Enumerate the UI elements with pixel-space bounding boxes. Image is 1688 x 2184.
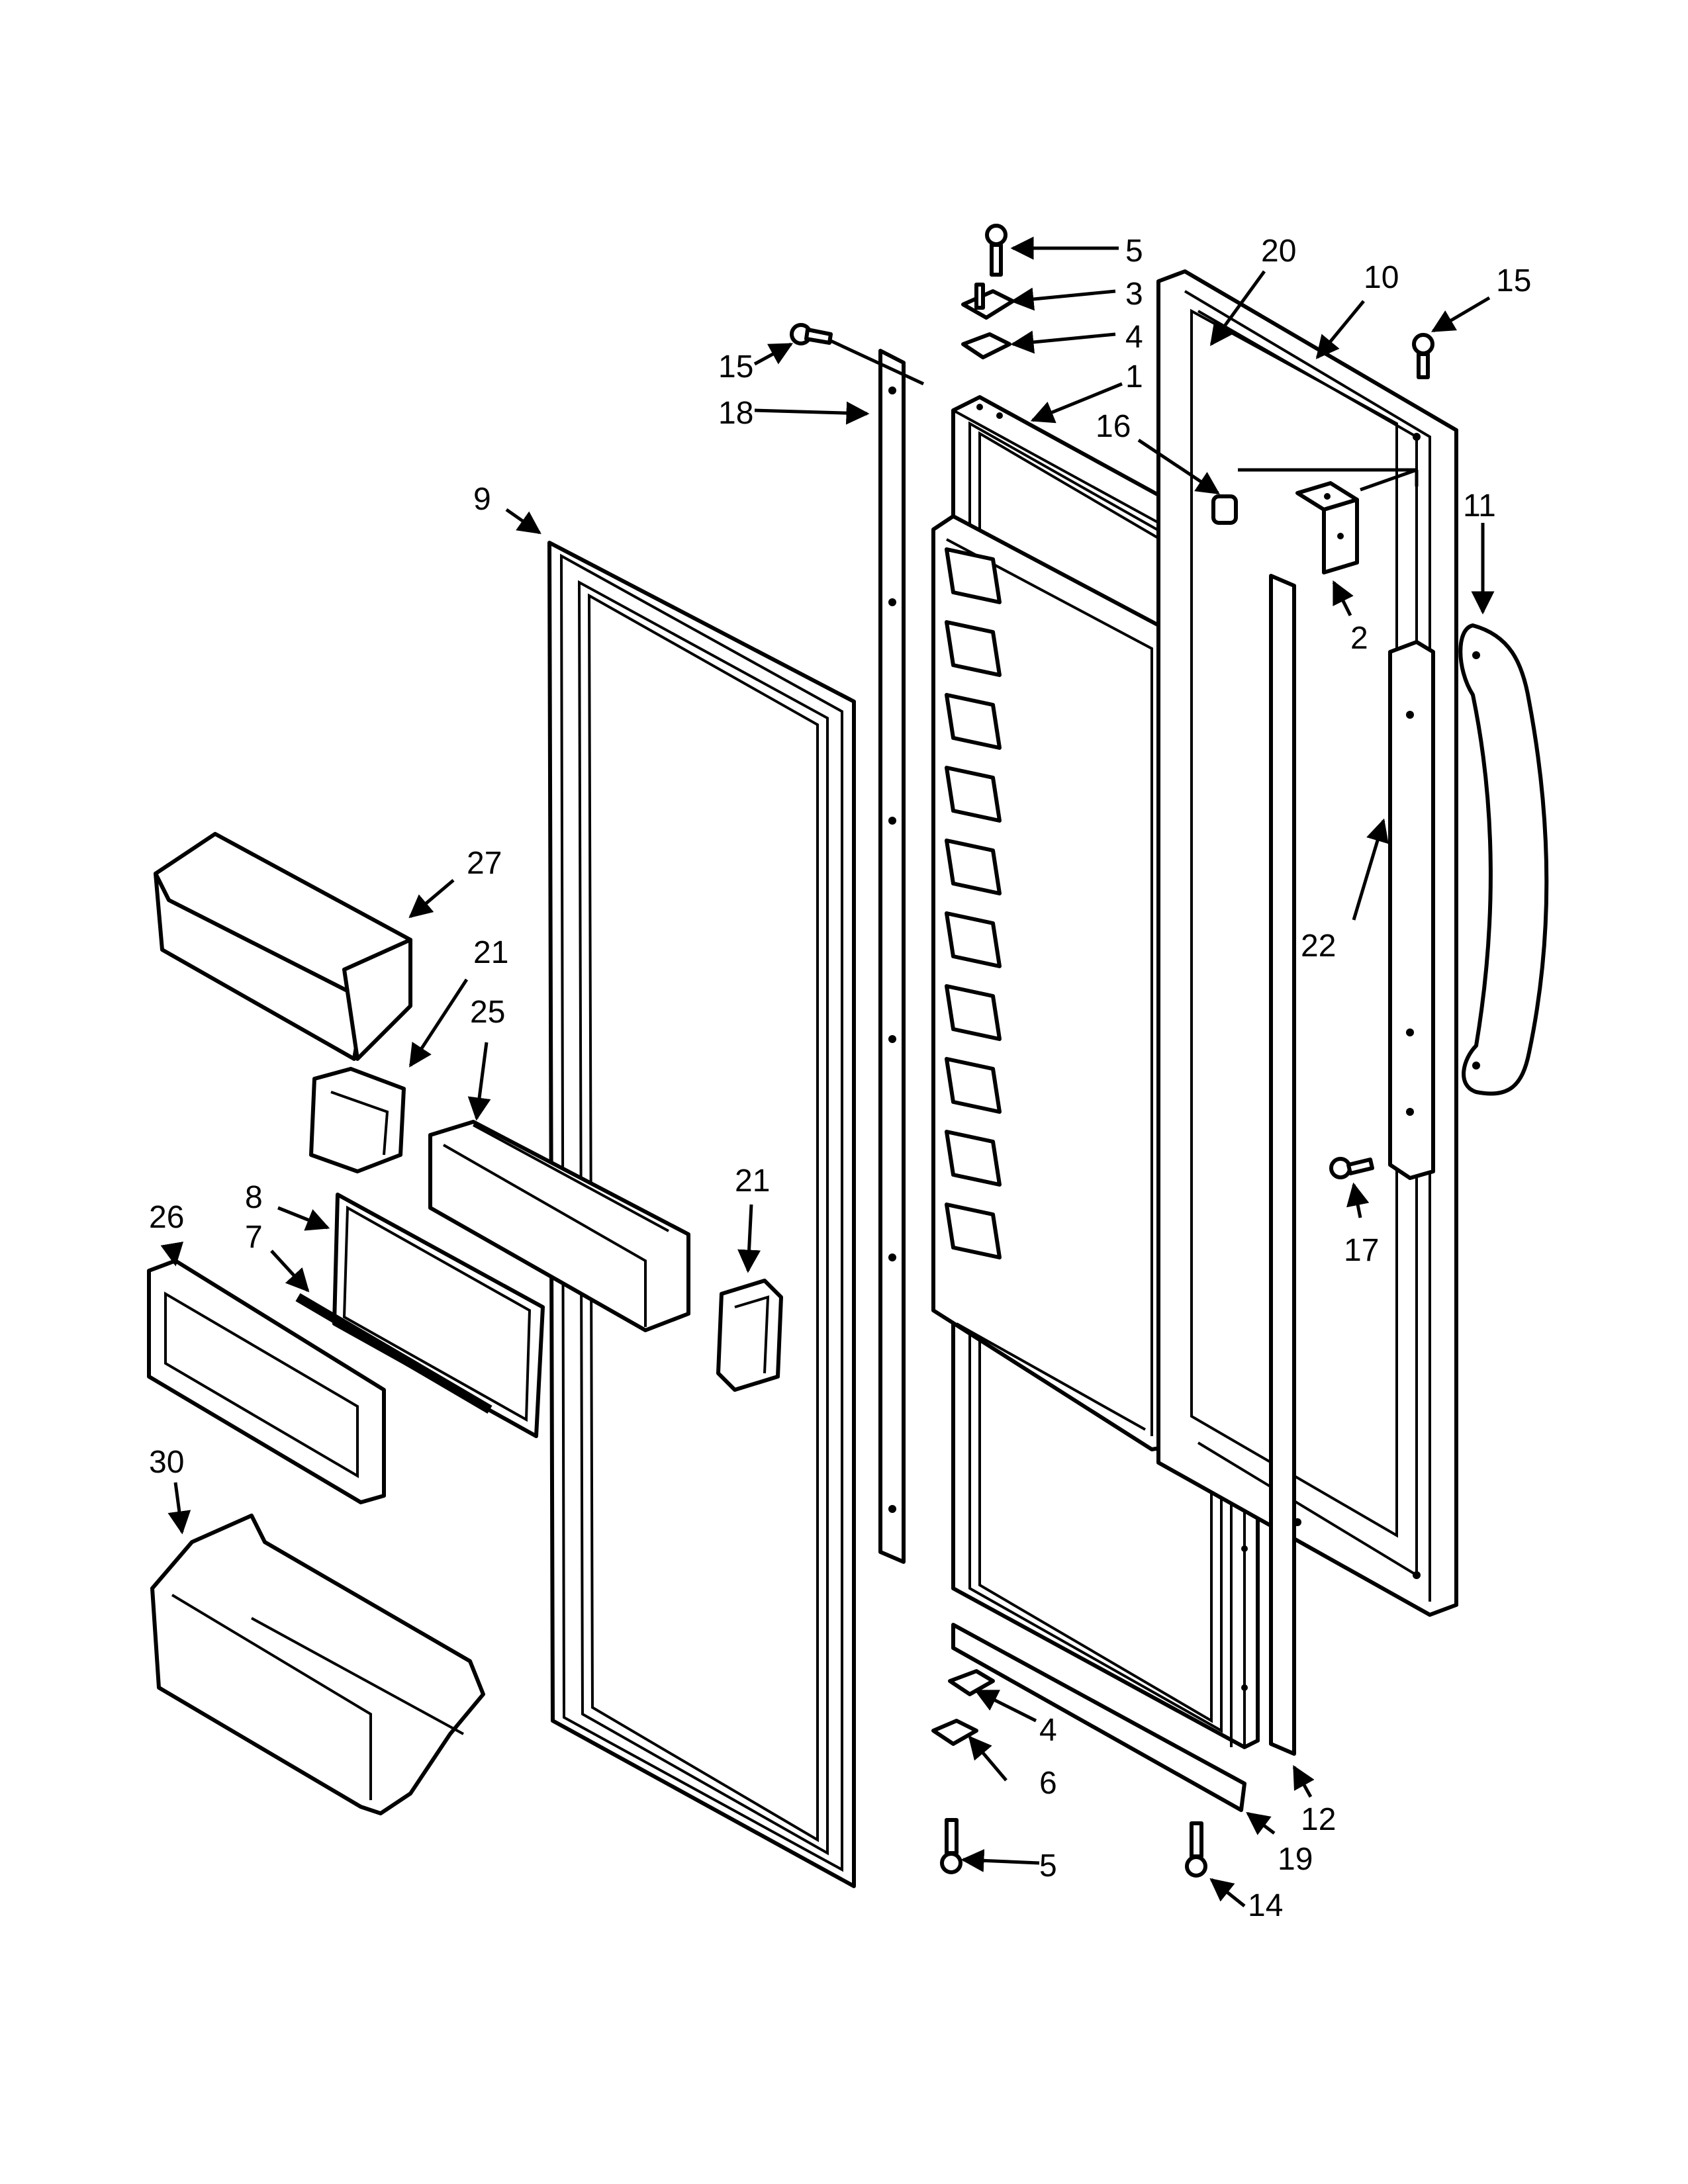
callout-10: 10 — [1364, 260, 1399, 295]
callout-15-right: 15 — [1496, 263, 1531, 298]
callout-21-right: 21 — [735, 1163, 770, 1199]
callout-5-bottom: 5 — [1039, 1848, 1057, 1884]
callout-15-left: 15 — [718, 349, 753, 385]
callout-3: 3 — [1125, 277, 1143, 312]
callout-7: 7 — [245, 1220, 263, 1255]
callout-30: 30 — [149, 1445, 184, 1480]
upper-door-bin-part — [154, 832, 412, 1061]
callout-11: 11 — [1463, 488, 1496, 523]
callout-1: 1 — [1125, 359, 1143, 394]
insulation-part — [1190, 308, 1398, 1538]
bottom-hinge-part — [931, 1669, 995, 1746]
callout-14: 14 — [1248, 1888, 1283, 1923]
breaker-strip-right-part — [1269, 574, 1296, 1756]
callout-12: 12 — [1301, 1802, 1336, 1837]
top-screw-part — [790, 323, 833, 345]
callout-27: 27 — [467, 846, 502, 881]
trim-strip-part — [295, 1293, 492, 1414]
callout-18: 18 — [718, 396, 753, 431]
bottom-screw-part — [1185, 1821, 1207, 1878]
dispenser-bin-part — [428, 1120, 690, 1332]
bracket-part — [1295, 481, 1359, 574]
callout-17: 17 — [1344, 1233, 1379, 1268]
top-hinge-part — [961, 283, 1015, 320]
callout-4-bottom: 4 — [1039, 1713, 1057, 1748]
handle-screw-part — [1329, 1157, 1374, 1179]
callout-22: 22 — [1301, 929, 1336, 964]
callout-25: 25 — [470, 995, 505, 1030]
callout-19: 19 — [1278, 1842, 1313, 1877]
window-frame-part — [332, 1193, 545, 1438]
callout-labels: 5 3 4 1 20 10 15 15 18 16 9 11 2 27 21 2… — [149, 234, 1531, 1923]
handle-mount-part — [1388, 640, 1435, 1180]
plug-part — [1211, 494, 1238, 525]
bin-clip-left-part — [309, 1067, 406, 1173]
callout-20: 20 — [1261, 234, 1296, 269]
right-top-screw-part — [1412, 333, 1434, 379]
bottom-hinge-bracket-part — [951, 1623, 1246, 1812]
callout-16: 16 — [1096, 409, 1131, 444]
top-shim-part — [961, 332, 1011, 359]
callout-5-top: 5 — [1125, 234, 1143, 269]
bottom-hinge-screw-part — [940, 1818, 962, 1874]
callout-21-left: 21 — [473, 935, 508, 970]
callout-9: 9 — [473, 482, 491, 517]
door-gasket-part — [547, 541, 856, 1888]
callout-4-top: 4 — [1125, 320, 1143, 355]
bin-clip-right-part — [716, 1279, 783, 1392]
breaker-strip-left-part — [878, 349, 906, 1564]
door-shelf-retainers — [945, 547, 1002, 1259]
callout-8: 8 — [245, 1180, 263, 1215]
callout-2: 2 — [1350, 621, 1368, 656]
leader-lines — [160, 236, 1495, 1907]
callout-6: 6 — [1039, 1766, 1057, 1801]
top-hinge-screw-part — [985, 224, 1008, 277]
lower-door-bin-part — [150, 1514, 485, 1815]
callout-26: 26 — [149, 1200, 184, 1235]
handle-part — [1458, 623, 1549, 1096]
